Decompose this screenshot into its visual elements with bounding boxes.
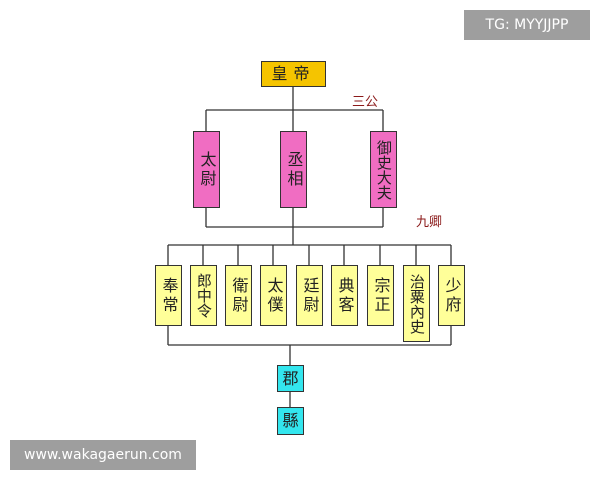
jiu-qing-box-weiwei: 衛尉 <box>225 265 252 326</box>
jiu-qing-box-taipu: 太僕 <box>260 265 287 326</box>
san-gong-box-yushi-dafu: 御史大夫 <box>370 131 397 208</box>
jiu-qing-label-dianke: 典客 <box>335 276 355 315</box>
jiu-qing-label-tingwei: 廷尉 <box>300 276 320 315</box>
jiu-qing-label: 九卿 <box>416 215 443 230</box>
jiu-qing-box-shaofu: 少府 <box>438 265 465 326</box>
jiu-qing-box-tingwei: 廷尉 <box>296 265 323 326</box>
jiu-qing-box-langzhongling: 郎中令 <box>190 265 217 326</box>
local-box-jun: 郡 <box>277 365 304 392</box>
jiu-qing-box-fengchang: 奉常 <box>155 265 182 326</box>
jiu-qing-label-weiwei: 衛尉 <box>229 276 249 315</box>
san-gong-label-yushi-dafu: 御史大夫 <box>374 139 393 200</box>
san-gong-label-taiwei: 太尉 <box>197 150 217 189</box>
watermark-top: TG: MYYJJPP <box>464 10 590 40</box>
jiu-qing-box-dianke: 典客 <box>331 265 358 326</box>
local-label-xian: 縣 <box>282 411 299 430</box>
local-label-jun: 郡 <box>282 368 299 388</box>
jiu-qing-label-shaofu: 少府 <box>442 276 462 315</box>
watermark-bottom: www.wakagaerun.com <box>10 440 196 470</box>
san-gong-box-chengxiang: 丞相 <box>280 131 307 208</box>
jiu-qing-box-zongzheng: 宗正 <box>367 265 394 326</box>
emperor-box: 皇帝 <box>261 61 326 87</box>
jiu-qing-label-fengchang: 奉常 <box>159 276 179 315</box>
san-gong-label: 三公 <box>352 95 379 110</box>
emperor-label: 皇帝 <box>271 64 316 83</box>
jiu-qing-label-zhisu-neishi: 治粟內史 <box>407 273 426 334</box>
jiu-qing-label-zongzheng: 宗正 <box>371 276 391 315</box>
san-gong-label-chengxiang: 丞相 <box>284 150 304 189</box>
san-gong-box-taiwei: 太尉 <box>193 131 220 208</box>
jiu-qing-label-taipu: 太僕 <box>264 276 284 315</box>
local-box-xian: 縣 <box>277 407 304 435</box>
jiu-qing-label-langzhongling: 郎中令 <box>194 273 213 318</box>
jiu-qing-box-zhisu-neishi: 治粟內史 <box>403 265 430 342</box>
